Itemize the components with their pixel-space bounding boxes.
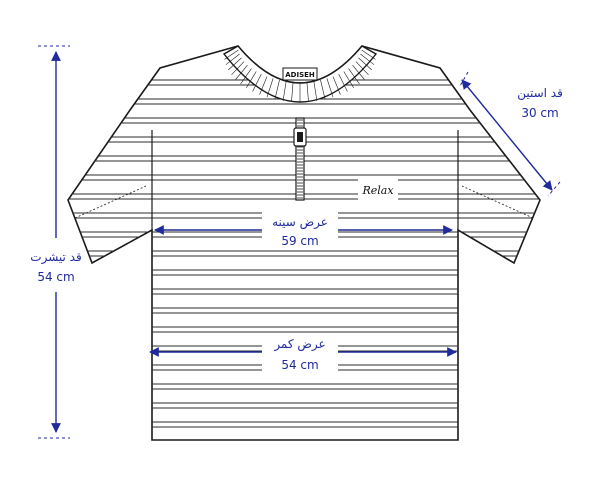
brand-tag: ADISEH — [282, 67, 318, 81]
collar-rib-line — [274, 79, 280, 100]
chest-logo: Relax — [358, 176, 398, 202]
sleeve-length-label: قد استین — [517, 86, 563, 101]
collar-rib-line — [358, 57, 372, 71]
collar-rib-line — [306, 81, 309, 102]
collar-rib-line — [282, 81, 287, 101]
collar-rib-line — [332, 76, 341, 95]
collar-rib-line — [361, 49, 376, 60]
right-sleeve-hem — [461, 185, 534, 219]
measure-chest-width: عرض سینه 59 cm — [154, 212, 453, 250]
measure-body-length: قد تیشرت 54 cm — [30, 45, 82, 439]
collar-rib-line — [266, 78, 274, 98]
sleeve-length-value: 30 cm — [521, 106, 558, 120]
chest-width-value: 59 cm — [281, 234, 318, 248]
collar-rib-line — [343, 71, 354, 89]
collar-rib-line — [352, 65, 365, 80]
collar-rib-line — [252, 73, 262, 92]
collar-rib-line — [361, 45, 377, 55]
collar-rib-line — [326, 78, 334, 98]
body-length-label: قد تیشرت — [30, 250, 81, 265]
logo-script-text: Relax — [361, 184, 394, 197]
collar-rib-line — [320, 79, 326, 100]
brand-tag-text: ADISEH — [285, 71, 315, 79]
collar-rib-line — [225, 53, 240, 65]
collar-rib-line — [223, 45, 239, 55]
waist-width-value: 54 cm — [281, 358, 318, 372]
collar-rib-line — [348, 68, 360, 85]
collar-rib-line — [355, 61, 369, 76]
collar-rib-line — [291, 81, 294, 102]
body-length-value: 54 cm — [37, 270, 74, 284]
collar-rib-line — [235, 65, 248, 80]
collar-rib-lines — [223, 45, 377, 102]
collar-rib-line — [231, 61, 245, 76]
collar-rib-line — [228, 57, 242, 71]
left-sleeve-hem — [74, 185, 147, 219]
measure-sleeve-length: قد استین 30 cm — [459, 71, 563, 197]
collar-rib-line — [338, 73, 348, 92]
collar-rib-line — [313, 81, 318, 101]
measure-waist-width: عرض کمر 54 cm — [149, 334, 457, 374]
collar-rib-line — [224, 49, 239, 60]
collar-rib-line — [259, 76, 268, 95]
collar-rib-line — [360, 53, 375, 65]
collar-rib-line — [246, 71, 257, 89]
waist-width-label: عرض کمر — [273, 337, 325, 352]
chest-width-label: عرض سینه — [272, 215, 328, 230]
collar-rib-line — [240, 68, 252, 85]
zipper — [293, 117, 307, 201]
